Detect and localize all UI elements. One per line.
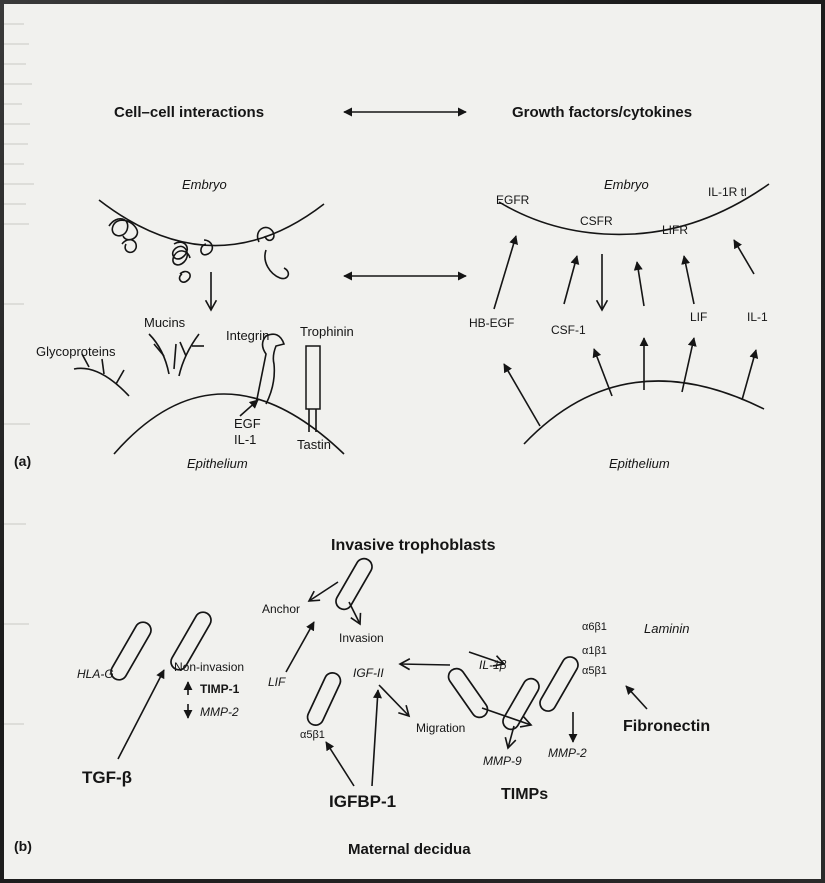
lif-arrow: [286, 622, 314, 672]
tgf-beta-label: TGF-β: [82, 768, 132, 787]
tgf-beta-arrow: [118, 670, 164, 759]
epithelium-right-label: Epithelium: [609, 456, 670, 471]
epithelium-left-label: Epithelium: [187, 456, 248, 471]
invasion-label: Invasion: [339, 631, 384, 645]
panel-b-label: (b): [14, 838, 32, 854]
mmp9-label: MMP-9: [483, 754, 522, 768]
background-texture: [4, 24, 34, 724]
growth-factors-title: Growth factors/cytokines: [512, 104, 692, 121]
lif-right-label: LIF: [690, 310, 707, 324]
mucins-label: Mucins: [144, 315, 186, 330]
glycoprotein-branches: [74, 354, 129, 396]
hla-g-label: HLA-G: [77, 667, 114, 681]
anchor-label: Anchor: [262, 602, 300, 616]
integrin-shape: [256, 334, 284, 404]
hbegf-label: HB-EGF: [469, 316, 514, 330]
csfr-label: CSFR: [580, 214, 613, 228]
maternal-decidua-label: Maternal decidua: [348, 841, 471, 858]
igfbp1-label: IGFBP-1: [329, 792, 396, 811]
embryo-left-label: Embryo: [182, 177, 227, 192]
migration-label: Migration: [416, 721, 465, 735]
epithelium-right-arrows: [504, 338, 756, 426]
igfbp1-to-a5b1-arrow: [326, 742, 354, 786]
timp1-label: TIMP-1: [200, 682, 240, 696]
anchor-arrow: [309, 582, 338, 601]
a5b1-left-label: α5β1: [300, 729, 325, 741]
invasion-arrow: [349, 602, 360, 624]
epithelium-right-curve: [524, 381, 764, 444]
egf-label: EGF: [234, 416, 261, 431]
trophinin-block: [306, 346, 320, 409]
il1r-label: IL-1R tl: [708, 185, 747, 199]
csf1-label: CSF-1: [551, 323, 586, 337]
fibronectin-label: Fibronectin: [623, 718, 710, 735]
laminin-label: Laminin: [644, 621, 690, 636]
timps-label: TIMPs: [501, 786, 548, 803]
cell-cell-interactions-title: Cell–cell interactions: [114, 104, 264, 121]
egf-arrow: [240, 400, 258, 416]
embryo-left-tangles: [109, 219, 288, 282]
egfr-label: EGFR: [496, 193, 530, 207]
non-invasion-label: Non-invasion: [174, 660, 244, 674]
il1-left-label: IL-1: [234, 432, 256, 447]
tastin-label: Tastin: [297, 437, 331, 452]
mmp2-right-label: MMP-2: [548, 746, 587, 760]
lifr-label: LIFR: [662, 223, 688, 237]
invasive-trophoblasts-title: Invasive trophoblasts: [331, 537, 496, 554]
lif-b-label: LIF: [268, 675, 286, 689]
migration-arrow: [379, 685, 409, 716]
igfbp1-to-igf2-arrow: [372, 690, 378, 786]
il1-right-label: IL-1: [747, 310, 768, 324]
a1b1-label: α1β1: [582, 645, 607, 657]
figure-page: Cell–cell interactions Growth factors/cy…: [4, 4, 821, 879]
trophinin-label: Trophinin: [300, 324, 354, 339]
fibronectin-arrow: [626, 686, 647, 709]
mmp2-left-label: MMP-2: [200, 705, 239, 719]
glycoproteins-label: Glycoproteins: [36, 344, 116, 359]
embryo-right-label: Embryo: [604, 177, 649, 192]
growth-factor-arrows: [494, 236, 754, 310]
a6b1-label: α6β1: [582, 621, 607, 633]
a5b1-right-label: α5β1: [582, 665, 607, 677]
igf2-label: IGF-II: [353, 666, 384, 680]
igf2-arrow: [400, 664, 450, 665]
figure-diagram: Cell–cell interactions Growth factors/cy…: [4, 4, 821, 879]
mucin-branches: [149, 334, 204, 376]
panel-a-label: (a): [14, 453, 31, 469]
